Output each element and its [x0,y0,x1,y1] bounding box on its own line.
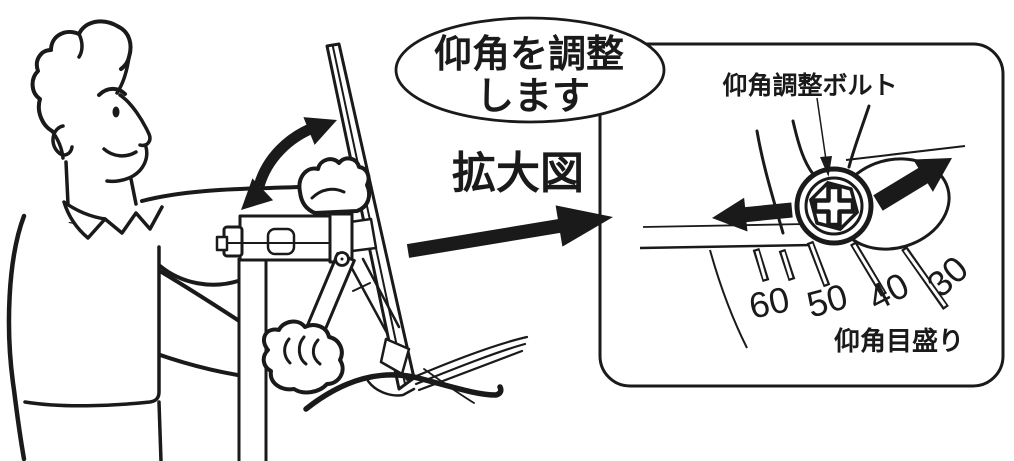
shirt-front-line [157,400,163,461]
clamp-washer [215,235,229,252]
scale-tick-core [781,251,793,279]
adjustment-bolt [794,166,874,246]
torso-fill [8,216,161,459]
dish-foot-base [366,379,416,397]
dish-support-strut [347,261,389,335]
pointer-line [642,223,807,228]
neck-front-line [129,177,138,206]
scale-tick-core [852,244,885,294]
gripping-hand [261,319,345,395]
mast [237,258,268,461]
dish-panel-inner-line [332,46,406,385]
mast-fill [237,258,267,461]
speech-bubble: 仰角を調整 します [394,16,666,124]
tilt-arrow-head-up-icon [303,117,337,145]
dish-support-strut [361,257,401,329]
enlarged-view-label: 拡大図 [452,149,584,198]
finger-curl [297,335,308,366]
bracket-neck-curve [847,104,871,169]
scale-label: 仰角目盛り [834,326,964,356]
phillips-cross-icon [812,184,856,228]
hair-outline [30,19,121,133]
collar-zigzag [103,205,164,235]
dish-rim-curve [414,342,527,386]
dish-attach-plate [348,217,378,253]
bracket-neck-curve [755,129,785,235]
shirt-hem [23,245,161,408]
person-illustration [6,19,300,461]
arrow-up-right-icon [873,158,952,211]
enlarge-arrow-icon [406,205,613,258]
back-line [6,213,27,461]
fist-outline [261,319,345,395]
tilt-arrow-shaft [253,121,318,188]
scale-tick-core [809,243,828,285]
dish-rim-curve [412,335,529,379]
speech-bubble-line2: します [476,76,590,118]
pivot-bolt-center [340,257,344,261]
detail-box: 仰角調整ボルト 仰角目盛り 60 50 40 30 [598,42,1005,388]
mount-clamp [215,212,378,264]
ear [51,124,74,157]
scale-baseline [639,243,813,250]
speech-bubble-outline [394,16,666,124]
u-bolt-detail [266,227,296,256]
bolt-label-leader-line [816,97,827,161]
finger-curl [283,337,292,365]
bolt-label: 仰角調整ボルト [722,71,897,100]
nose [118,93,152,148]
scale-tick-core [903,249,947,307]
collar-left-flap [62,200,107,240]
strut-crossbar [352,282,371,292]
smile [102,147,138,158]
neck-back-line [64,160,70,206]
bolt-hex-nut [809,181,859,231]
scale-value-60: 60 [745,278,793,326]
arrow-left-icon [712,197,793,232]
tilt-arrow-head-down-icon [241,178,274,210]
coaxial-cable [303,372,504,412]
upper-hand [297,156,372,215]
bracket-neck-curve [791,119,815,176]
jaw-line [105,145,149,184]
eye [112,106,120,118]
scale-ticks [752,240,949,311]
finger-curl [311,338,322,366]
bracket-lower-curve [709,249,748,349]
speech-bubble-line1: 仰角を調整 [434,34,624,76]
far-arm-bottom-line [158,264,240,287]
bolt-label-leader-arrowhead-icon [820,156,832,177]
hand-outline [297,156,372,215]
eyebrow [97,86,127,97]
arm-edge-line [845,145,966,161]
enlarged-view-callout: 拡大図 [406,149,613,258]
dish-rim-curve [417,349,524,392]
hair-inner-curl [77,32,84,59]
far-arm-top-line [140,185,300,203]
thumb-line [310,187,346,200]
scale-tick-core [755,250,767,280]
tilt-direction-arrow [241,117,337,210]
